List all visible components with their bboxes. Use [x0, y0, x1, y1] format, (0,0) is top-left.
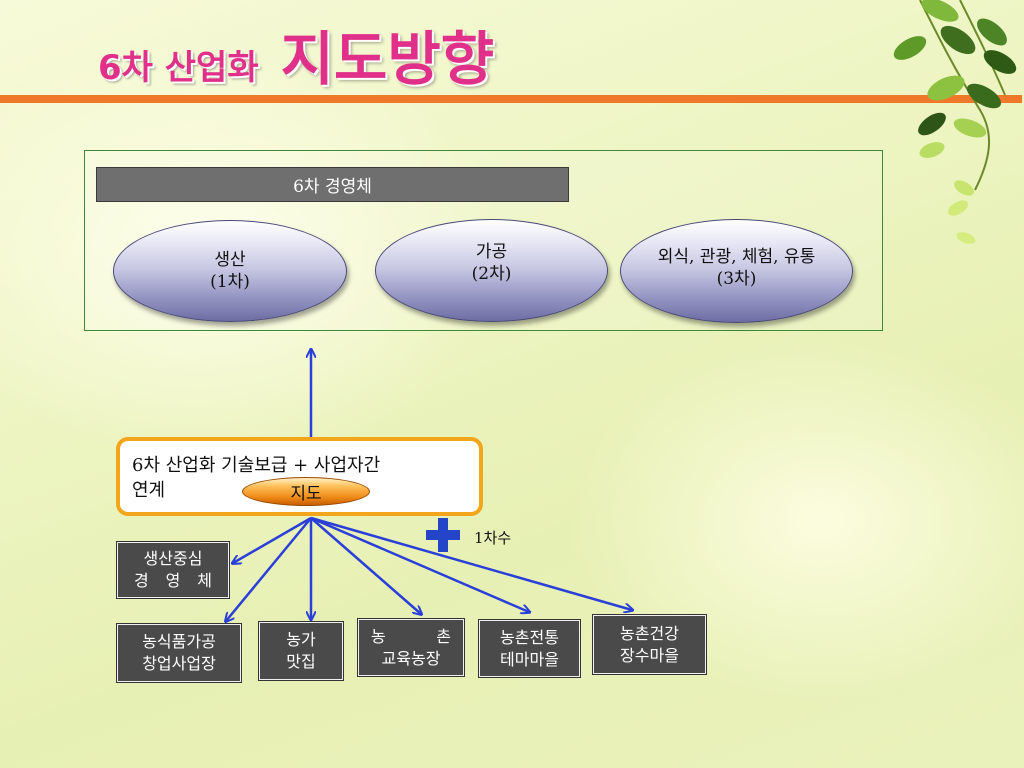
arrow-to-box-d — [310, 517, 421, 614]
stage-level: (3차) — [716, 269, 757, 289]
arrow-to-box-e — [310, 516, 529, 612]
rural-education-farm-box: 농 촌 교육농장 — [357, 618, 465, 677]
business-entity-header: 6차 경영체 — [96, 167, 569, 202]
rural-theme-village-box: 농촌전통 테마마을 — [478, 619, 581, 678]
arrow-to-box-b — [226, 517, 312, 621]
box-char: 경 — [134, 571, 149, 590]
box-line: 농 촌 — [371, 626, 451, 648]
leaves-decoration-icon — [893, 0, 1017, 244]
stage-level: (2차) — [471, 263, 512, 284]
box-char: 영 — [165, 571, 181, 590]
page-title: 6차 산업화 지도방향 — [98, 12, 494, 93]
title-rule-divider — [0, 95, 1022, 103]
production-centered-entity-box: 생산중심 경 영 체 — [116, 541, 230, 599]
farm-restaurant-box: 농가 맛집 — [258, 621, 344, 681]
title-main: 6차 산업화 — [98, 48, 259, 88]
rural-longevity-village-box: 농촌건강 장수마을 — [592, 614, 707, 675]
stage-service-ellipse: 외식, 관광, 체험, 유통 (3차) — [620, 219, 853, 323]
box-line: 경 영 체 — [134, 570, 212, 592]
agrifood-startup-box: 농식품가공 창업사업장 — [116, 623, 242, 683]
stage-processing-ellipse: 가공 (2차) — [375, 219, 608, 322]
box-line: 창업사업장 — [142, 654, 216, 673]
box-char: 체 — [197, 571, 212, 590]
box-line: 장수마을 — [620, 645, 679, 665]
box-char: 촌 — [436, 626, 451, 646]
stage-label: 외식, 관광, 체험, 유통 — [657, 247, 816, 267]
box-line: 농가 — [286, 630, 316, 649]
box-line: 생산중심 — [143, 549, 203, 568]
guidance-pill: 지도 — [242, 477, 370, 506]
stage-label: 가공 — [475, 241, 508, 262]
stage-level: (1차) — [210, 272, 250, 292]
box-line: 농촌건강 — [620, 623, 679, 643]
box-char: 농 — [371, 626, 386, 646]
tech-support-line: 6차 산업화 기술보급 + 사업자간 — [132, 455, 381, 476]
stage-production-ellipse: 생산 (1차) — [113, 220, 347, 322]
title-sub: 지도방향 — [280, 25, 495, 93]
first-round-label: 1차수 — [474, 529, 512, 547]
box-line: 농촌전통 — [500, 627, 559, 647]
stage-label: 생산 — [214, 250, 246, 270]
arrow-to-box-a — [233, 516, 312, 563]
box-line: 농식품가공 — [142, 632, 216, 651]
box-line: 교육농장 — [381, 648, 441, 668]
box-line: 맛집 — [286, 652, 316, 671]
plus-icon — [426, 518, 460, 552]
arrow-to-box-f — [310, 516, 632, 610]
tech-support-text: 6차 산업화 기술보급 + 사업자간 연계 — [132, 453, 472, 503]
box-line: 테마마을 — [500, 649, 559, 669]
tech-support-line: 연계 — [132, 480, 166, 501]
